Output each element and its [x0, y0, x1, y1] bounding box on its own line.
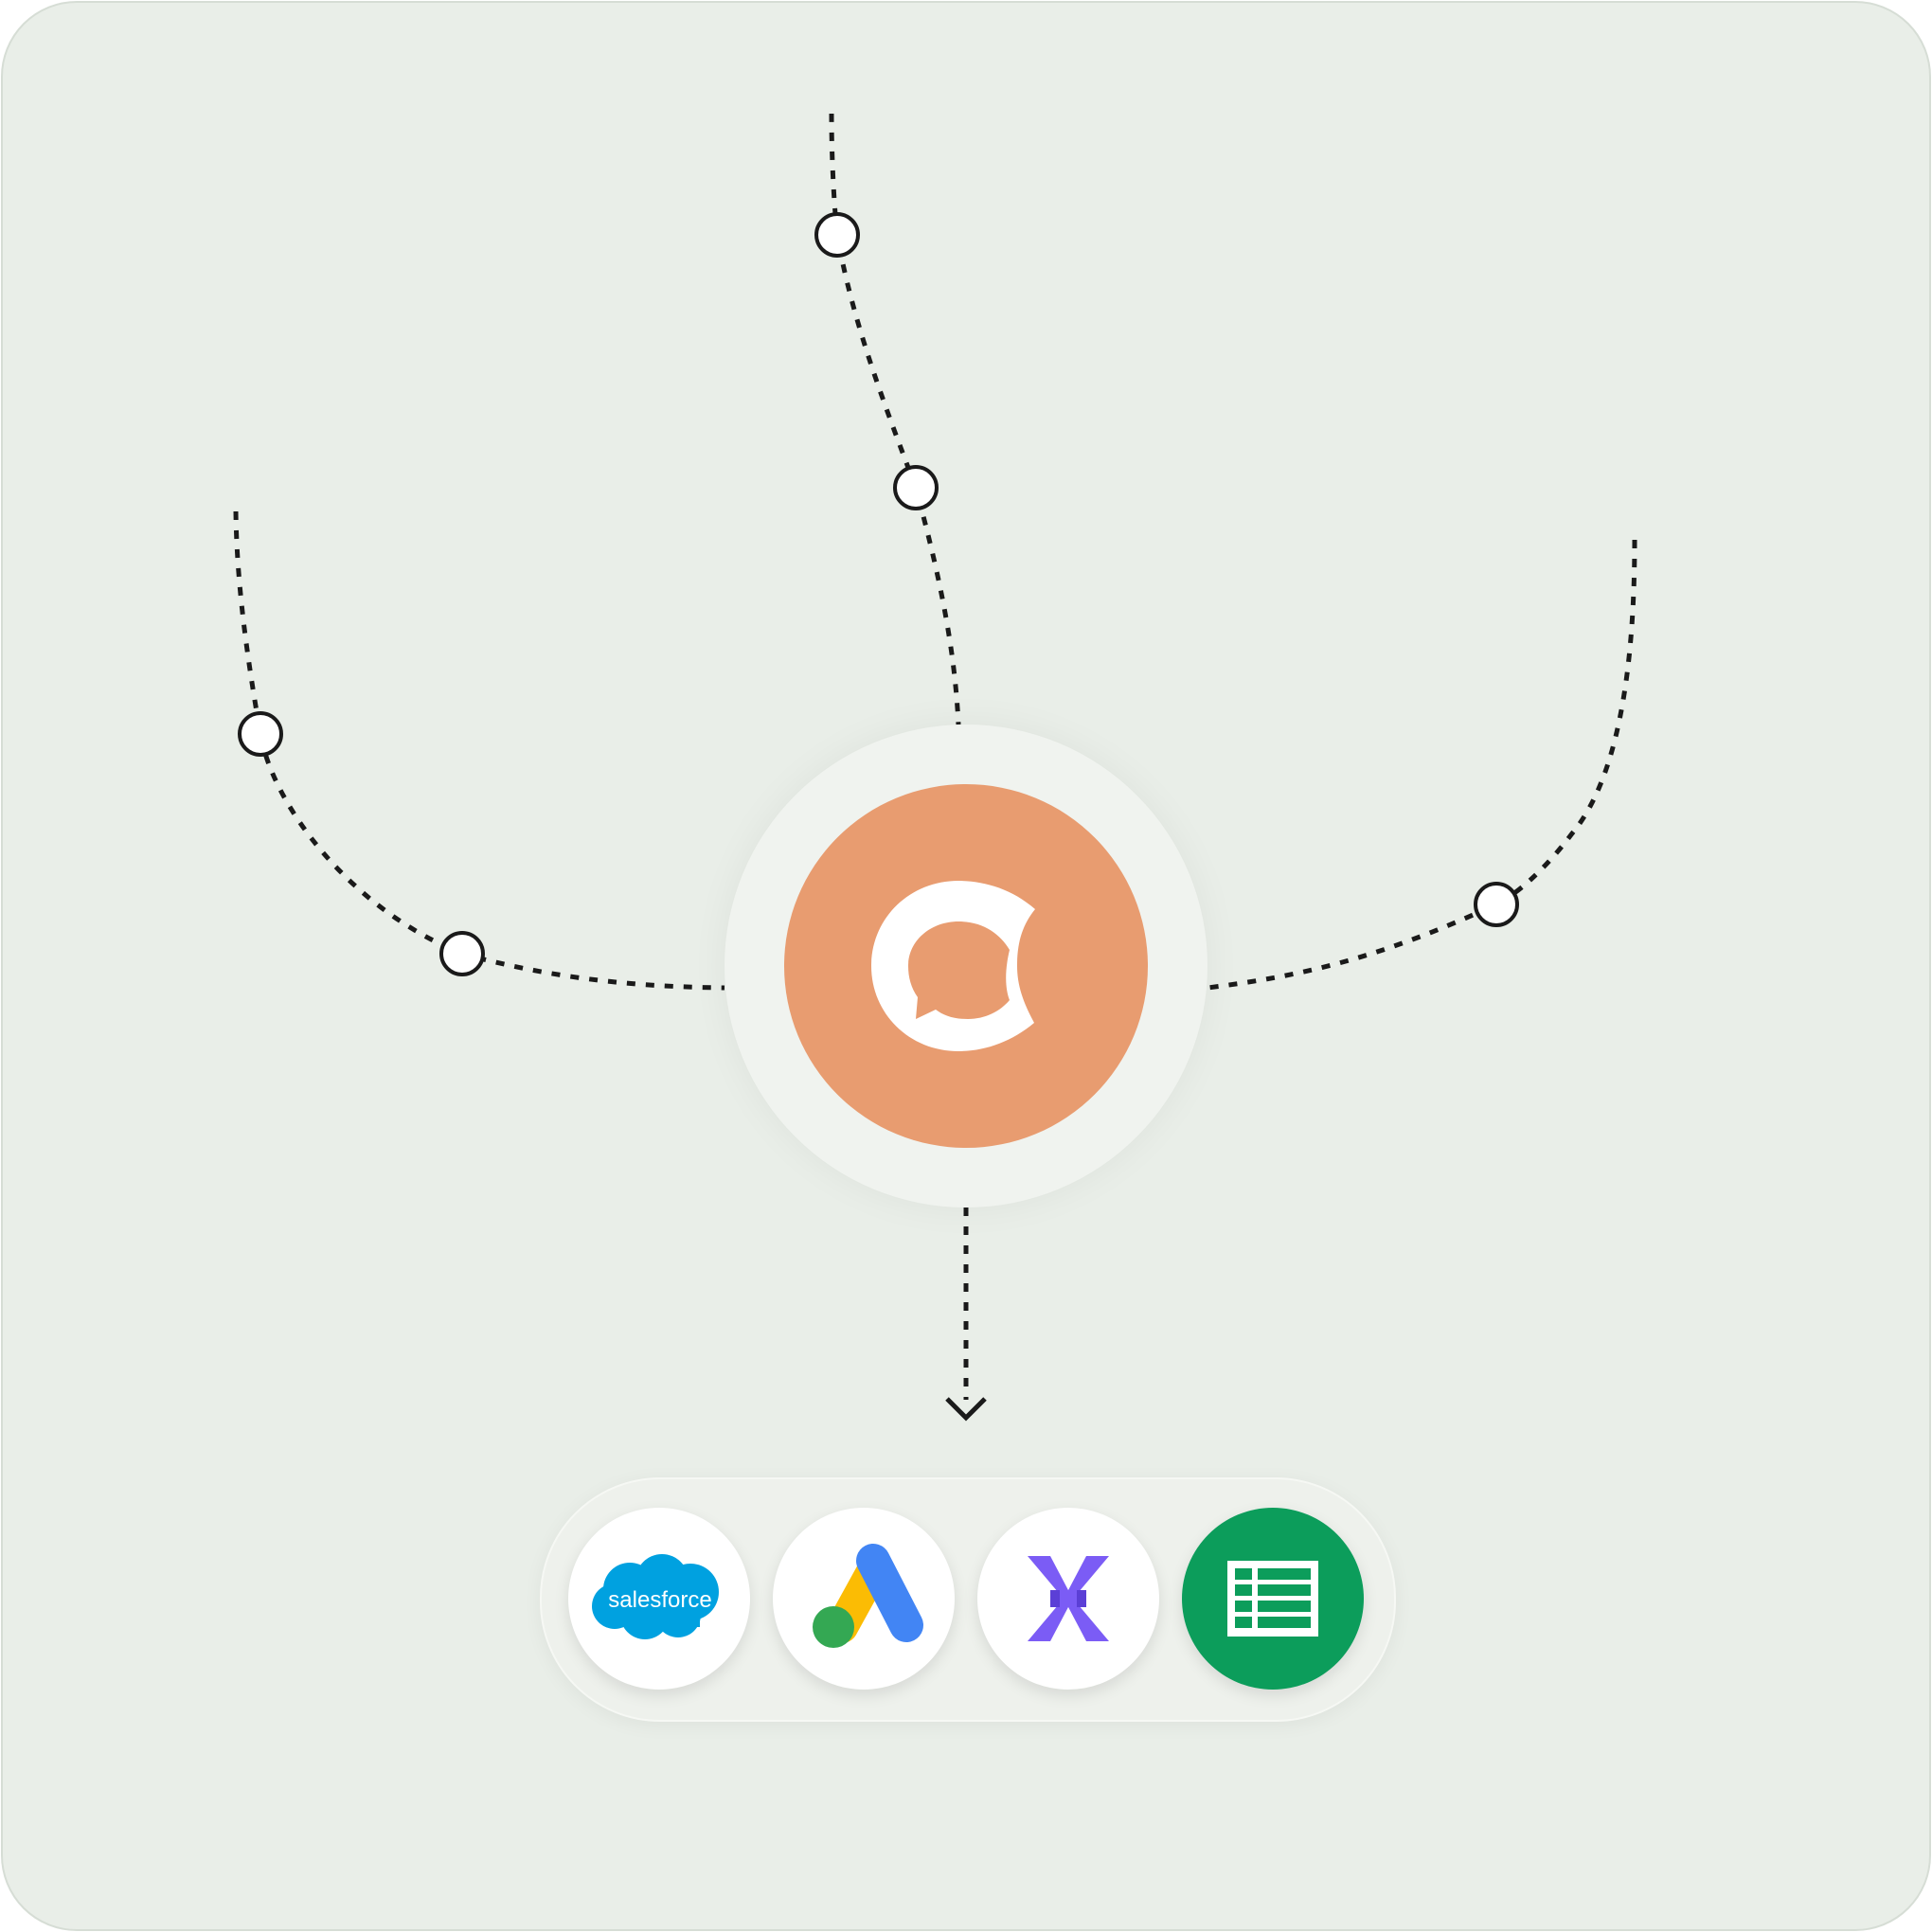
salesforce-icon: salesforce: [592, 1554, 719, 1639]
google-ads-app[interactable]: [773, 1508, 955, 1690]
google-sheets-app[interactable]: [1182, 1508, 1364, 1690]
c-chat-logo-icon: [871, 881, 1035, 1051]
left-flow-node-2: [439, 931, 485, 976]
google-sheets-icon: [1227, 1561, 1318, 1637]
top-flow-line: [829, 113, 961, 725]
right-flow-line: [1207, 539, 1637, 991]
salesforce-app[interactable]: salesforce: [568, 1508, 750, 1690]
top-flow-node-1: [814, 212, 860, 258]
right-flow-node-1: [1474, 882, 1519, 927]
top-flow-node-2: [893, 465, 939, 510]
left-flow-line: [233, 510, 725, 991]
arrow-down-icon: [945, 1397, 987, 1422]
hub-logo: [784, 784, 1148, 1148]
left-flow-node-1: [238, 711, 283, 757]
purple-x-icon: [1028, 1556, 1109, 1641]
purple-x-app[interactable]: [977, 1508, 1159, 1690]
salesforce-label: salesforce: [608, 1587, 711, 1613]
google-ads-icon: [813, 1544, 923, 1648]
